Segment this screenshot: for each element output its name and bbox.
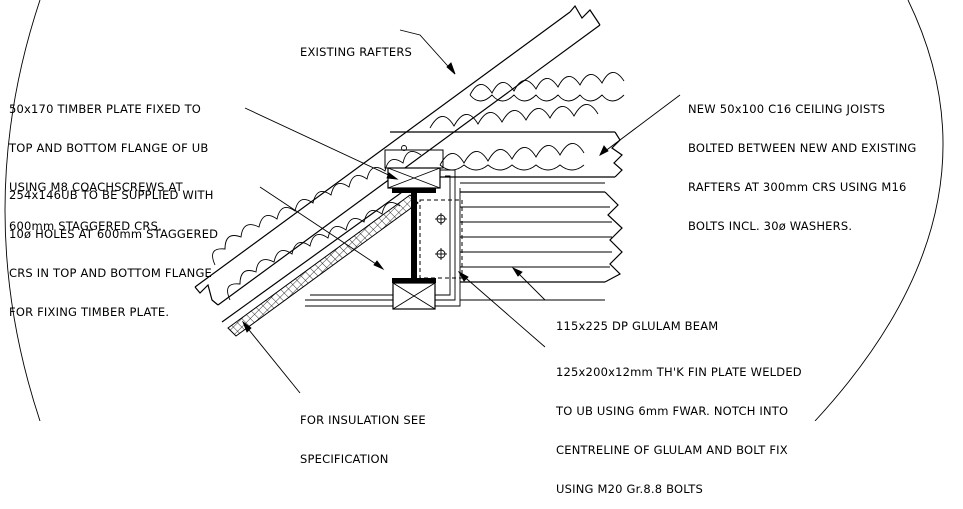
label-glulam-beam-text: 115x225 DP GLULAM BEAM: [556, 319, 719, 333]
label-timber-plate: 50x170 TIMBER PLATE FIXED TO TOP AND BOT…: [9, 77, 208, 246]
detail-boundary-right-arc: [814, 0, 944, 421]
label-ceiling-joists: NEW 50x100 C16 CEILING JOISTS BOLTED BET…: [688, 77, 917, 246]
label-insulation-line-2: SPECIFICATION: [300, 452, 389, 466]
label-timber-plate-line-4: 600mm STAGGERED CRS.: [9, 219, 162, 233]
label-ceiling-joists-line-1: NEW 50x100 C16 CEILING JOISTS: [688, 102, 886, 116]
label-fin-plate: 125x200x12mm TH'K FIN PLATE WELDED TO UB…: [556, 340, 802, 509]
steel-ub: [384, 145, 444, 310]
label-ub-section-line-4: FOR FIXING TIMBER PLATE.: [9, 305, 170, 319]
label-timber-plate-line-2: TOP AND BOTTOM FLANGE OF UB: [9, 141, 209, 155]
label-ub-section-line-3: CRS IN TOP AND BOTTOM FLANGE: [9, 266, 213, 280]
fin-plate: [419, 199, 463, 279]
detail-boundary-left-arc: [4, 0, 41, 421]
label-timber-plate-line-3: USING M8 COACHSCREWS AT: [9, 180, 183, 194]
label-ub-section-line-1: 254x146UB TO BE SUPPLIED WITH: [9, 188, 214, 202]
label-fin-plate-line-4: USING M20 Gr.8.8 BOLTS: [556, 482, 703, 496]
label-ub-section: 254x146UB TO BE SUPPLIED WITH 10ø HOLES …: [9, 163, 218, 332]
leader-lines: [241, 29, 681, 394]
glulam-beam: [460, 191, 623, 283]
structural-detail-drawing: [4, 0, 944, 421]
insulation-upper: [429, 72, 625, 171]
label-existing-rafters-text: EXISTING RAFTERS: [300, 45, 413, 59]
insulation-sloped: [212, 150, 422, 301]
label-ceiling-joists-line-3: RAFTERS AT 300mm CRS USING M16: [688, 180, 907, 194]
label-ceiling-joists-line-4: BOLTS INCL. 30ø WASHERS.: [688, 219, 853, 233]
existing-rafter: [194, 4, 601, 306]
label-fin-plate-line-1: 125x200x12mm TH'K FIN PLATE WELDED: [556, 365, 802, 379]
label-fin-plate-line-2: TO UB USING 6mm FWAR. NOTCH INTO: [556, 404, 789, 418]
label-ub-section-line-2: 10ø HOLES AT 600mm STAGGERED: [9, 227, 219, 241]
label-insulation: FOR INSULATION SEE SPECIFICATION: [300, 388, 426, 479]
label-glulam-beam: 115x225 DP GLULAM BEAM: [556, 294, 718, 346]
label-fin-plate-line-3: CENTRELINE OF GLULAM AND BOLT FIX: [556, 443, 788, 457]
sloped-hatched-lining: [227, 194, 419, 337]
label-ceiling-joists-line-2: BOLTED BETWEEN NEW AND EXISTING: [688, 141, 917, 155]
label-timber-plate-line-1: 50x170 TIMBER PLATE FIXED TO: [9, 102, 202, 116]
label-existing-rafters: EXISTING RAFTERS: [300, 20, 412, 72]
boxing-lines: [305, 169, 605, 307]
